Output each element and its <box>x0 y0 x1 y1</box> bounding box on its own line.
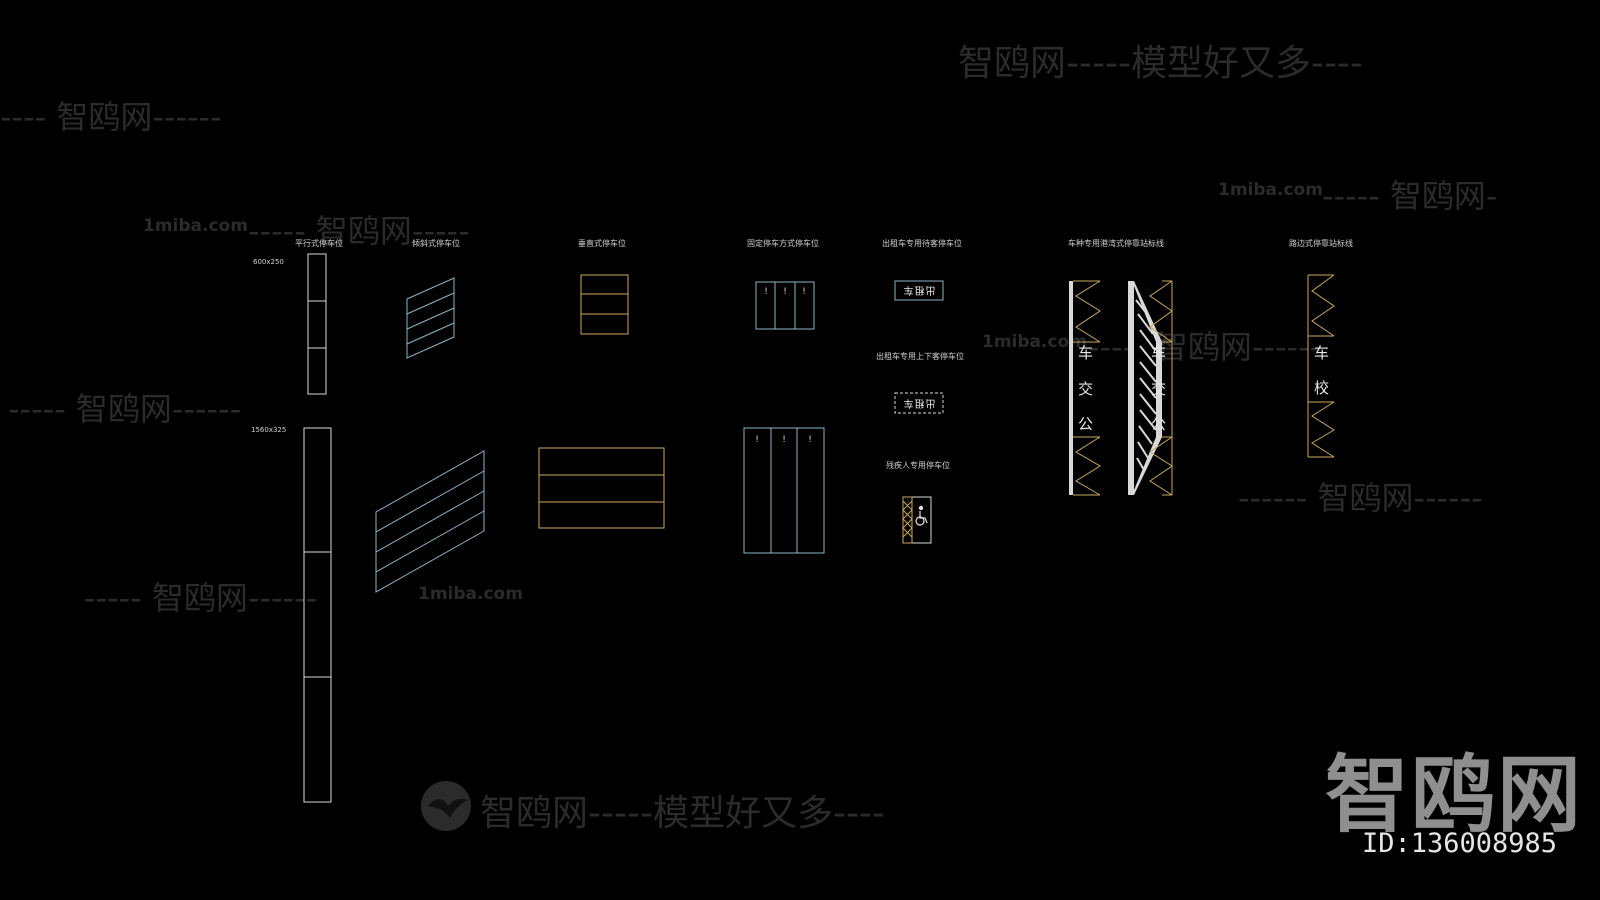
dimension-small: 600x250 <box>253 258 284 266</box>
bus-bay-marking-1 <box>1069 280 1101 496</box>
wheelchair-icon <box>915 505 928 526</box>
label-roadside: 路边式停靠站标线 <box>1289 239 1353 248</box>
taxi-drop-slot <box>894 392 944 414</box>
fixed-parking-large <box>743 427 825 554</box>
label-bus-bay: 车种专用港湾式停靠站标线 <box>1068 239 1164 248</box>
label-disabled: 残疾人专用停车位 <box>886 461 950 470</box>
roadside-char-2: 校 <box>1314 379 1330 397</box>
watermark-domain-a: 1miba.com <box>143 216 248 236</box>
svg-text:!: ! <box>802 287 806 297</box>
vertical-parking-large <box>538 447 665 529</box>
vertical-parking-small <box>580 274 629 335</box>
watermark-domain-b: 1miba.com <box>1218 180 1323 200</box>
fixed-parking-large-marks: ! ! ! <box>755 435 812 445</box>
image-id: ID:136008985 <box>1362 828 1558 859</box>
label-vertical: 垂直式停车位 <box>578 239 626 248</box>
label-taxi-drop: 出租车专用上下客停车位 <box>876 352 964 361</box>
parallel-parking-small <box>307 253 327 395</box>
svg-text:!: ! <box>782 435 786 445</box>
fixed-parking-small-marks: ! ! ! <box>764 287 806 297</box>
label-fixed: 固定停车方式停车位 <box>747 239 819 248</box>
label-parallel: 平行式停车位 <box>295 239 343 248</box>
bus-bay-2-char-2: 交 <box>1151 380 1167 398</box>
fixed-parking-small <box>755 281 815 330</box>
watermark-middle-center-tail: ----- 智鸥网------ <box>1088 328 1322 366</box>
seagull-icon <box>421 781 471 831</box>
svg-text:!: ! <box>764 287 768 297</box>
oblique-parking-large <box>375 450 485 593</box>
bus-bay-1-char-1: 车 <box>1078 344 1094 362</box>
watermark-middle-center: 1miba.com <box>982 332 1087 352</box>
watermark-right-lower: ------ 智鸥网------ <box>1238 479 1483 517</box>
watermark-bottom: 智鸥网-----模型好又多---- <box>480 793 885 834</box>
roadside-stop-marking <box>1307 274 1335 458</box>
site-logo: 智鸥网 <box>1325 746 1584 844</box>
dimension-large: 1560x325 <box>251 426 287 434</box>
watermark-domain-b-tail: ----- 智鸥网- <box>1322 177 1498 215</box>
svg-text:!: ! <box>755 435 759 445</box>
disabled-parking-slot <box>902 496 932 544</box>
bus-bay-2-char-1: 车 <box>1151 344 1167 362</box>
watermark-domain-a-tail: ----- 智鸥网----- <box>248 212 470 250</box>
bus-bay-1-char-3: 公 <box>1078 415 1094 433</box>
bus-bay-2-char-3: 公 <box>1151 415 1167 433</box>
label-oblique: 倾斜式停车位 <box>412 239 460 248</box>
watermark-domain-c: 1miba.com <box>418 584 523 604</box>
bus-bay-1-char-2: 交 <box>1078 380 1094 398</box>
oblique-parking-small <box>406 277 455 359</box>
taxi-wait-slot <box>894 280 944 301</box>
watermark-lower-left: ----- 智鸥网------ <box>84 579 318 617</box>
svg-text:!: ! <box>808 435 812 445</box>
parallel-parking-large <box>303 427 332 803</box>
watermark-upper-left: ---- 智鸥网------ <box>0 98 222 136</box>
label-taxi-wait: 出租车专用待客停车位 <box>882 239 962 248</box>
svg-text:!: ! <box>783 287 787 297</box>
bus-bay-marking-2 <box>1128 280 1173 496</box>
taxi-wait-text: 出租车 <box>902 284 936 295</box>
watermark-top-right: 智鸥网-----模型好又多---- <box>958 43 1363 84</box>
watermark-middle-left: ----- 智鸥网------ <box>8 390 242 428</box>
taxi-drop-text: 出租车 <box>902 397 936 408</box>
roadside-char-1: 车 <box>1314 344 1330 362</box>
